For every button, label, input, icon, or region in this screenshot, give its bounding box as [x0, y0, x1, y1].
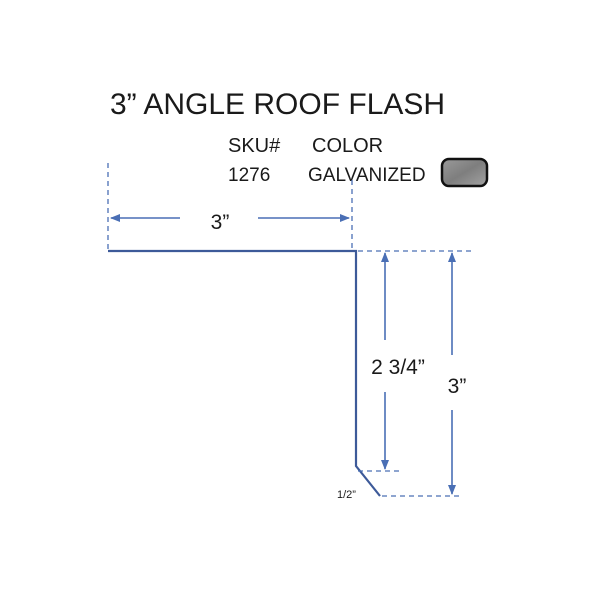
color-value: GALVANIZED: [308, 165, 426, 186]
flashing-profile: [108, 249, 381, 497]
sku-value: 1276: [228, 165, 270, 186]
color-swatch: [440, 157, 489, 188]
sku-header: SKU#: [228, 135, 281, 157]
width-label: 3”: [211, 211, 230, 234]
page-title: 3” ANGLE ROOF FLASH: [110, 88, 445, 121]
color-header: COLOR: [312, 135, 383, 157]
inner-height-label: 2 3/4”: [371, 356, 425, 379]
hem-label: 1/2”: [337, 489, 356, 501]
outer-height-label: 3”: [448, 375, 467, 398]
